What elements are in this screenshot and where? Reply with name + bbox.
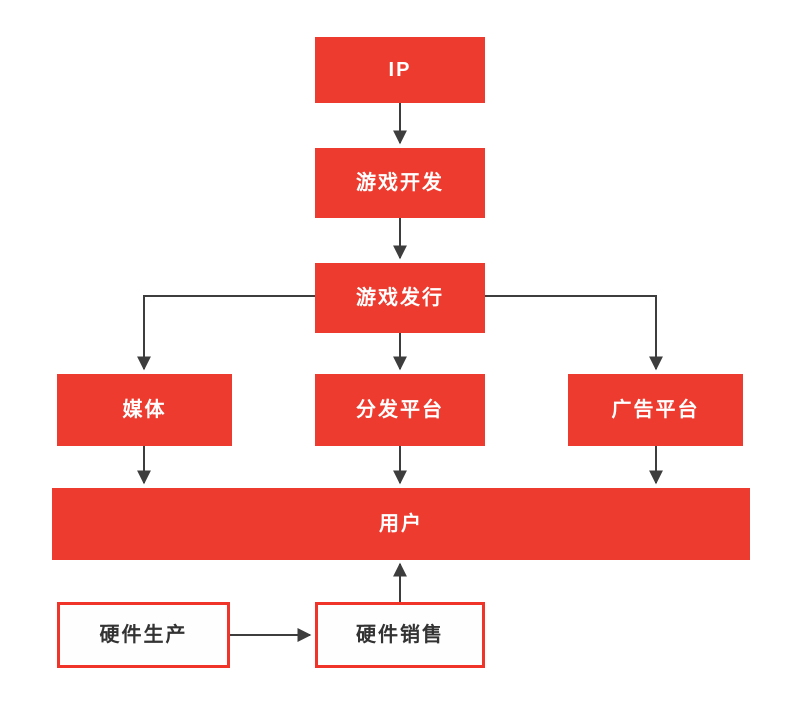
node-ip: IP — [315, 37, 485, 103]
arrow-game-publish-to-media — [137, 295, 315, 371]
node-ad-platform: 广告平台 — [568, 374, 743, 446]
node-media-label: 媒体 — [122, 399, 167, 421]
arrow-game-publish-to-ad-platform — [485, 295, 663, 371]
node-hw-sales-label: 硬件销售 — [356, 624, 444, 646]
node-game-publish: 游戏发行 — [315, 263, 485, 333]
node-game-publish-label: 游戏发行 — [356, 287, 444, 309]
node-game-dev-label: 游戏开发 — [356, 172, 444, 194]
node-hw-production: 硬件生产 — [57, 602, 230, 668]
node-hw-production-label: 硬件生产 — [99, 624, 188, 646]
node-media: 媒体 — [57, 374, 232, 446]
node-hw-sales: 硬件销售 — [315, 602, 485, 668]
node-ad-platform-label: 广告平台 — [611, 399, 700, 421]
node-game-dev: 游戏开发 — [315, 148, 485, 218]
node-distribution: 分发平台 — [315, 374, 485, 446]
node-distribution-label: 分发平台 — [356, 399, 444, 421]
node-users: 用户 — [52, 488, 750, 560]
node-ip-label: IP — [388, 59, 412, 81]
node-users-label: 用户 — [379, 513, 423, 535]
